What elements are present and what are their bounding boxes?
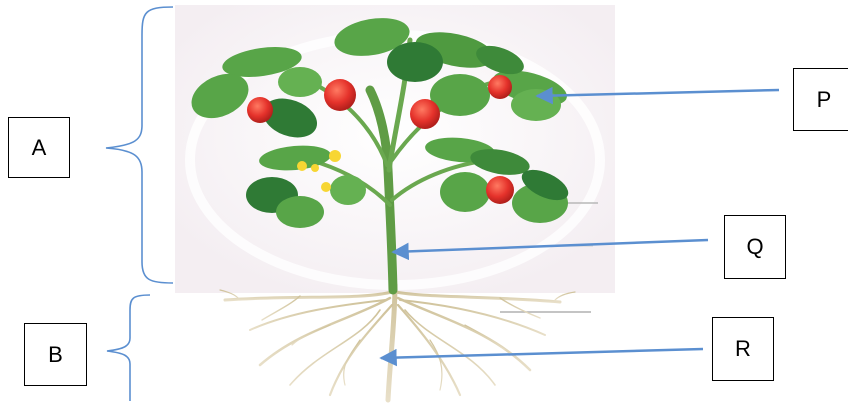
curly-brace-icon [106, 7, 173, 283]
label-box-A: A [8, 117, 70, 178]
roots [220, 285, 575, 400]
label-B: B [48, 342, 63, 368]
label-Q: Q [746, 234, 763, 260]
label-box-R: R [712, 317, 774, 381]
label-R: R [735, 336, 751, 362]
label-box-P: P [793, 68, 848, 131]
arrow-R [381, 349, 703, 358]
label-box-Q: Q [724, 215, 786, 279]
label-P: P [817, 87, 832, 113]
label-box-B: B [24, 323, 87, 386]
curly-brace-icon [107, 295, 150, 401]
label-A: A [32, 135, 47, 161]
